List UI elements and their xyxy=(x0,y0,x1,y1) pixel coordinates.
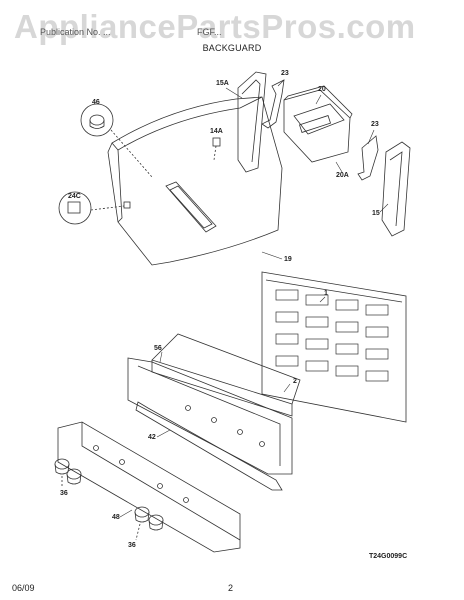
publication-number: Publication No. ... xyxy=(40,27,111,37)
knob-46-callout xyxy=(80,103,153,178)
control-board-20 xyxy=(283,85,353,163)
control-panel-42 xyxy=(127,357,293,491)
callout-15a: 15A xyxy=(216,80,229,87)
heat-shield-56 xyxy=(151,333,301,417)
callout-23-top: 23 xyxy=(281,70,289,77)
part-14a xyxy=(212,137,221,161)
callout-1: 1 xyxy=(324,290,328,297)
callout-46: 46 xyxy=(92,99,100,106)
footer-date: 06/09 xyxy=(12,583,35,593)
callout-42: 42 xyxy=(148,434,156,441)
callout-36-right: 36 xyxy=(128,542,136,549)
bracket-15a xyxy=(237,71,267,173)
callout-15: 15 xyxy=(372,210,380,217)
callout-20a: 20A xyxy=(336,172,349,179)
section-title: BACKGUARD xyxy=(202,43,262,53)
callout-14a: 14A xyxy=(210,128,223,135)
bracket-23-right xyxy=(357,135,379,181)
diagram-code: T24G0099C xyxy=(369,553,408,560)
callout-24c: 24C xyxy=(68,193,81,200)
model-number: FGF... xyxy=(197,27,222,37)
part-24c-callout xyxy=(58,191,131,225)
rear-panel-1 xyxy=(261,271,407,423)
page-number: 2 xyxy=(228,583,234,593)
knobs-36-right xyxy=(134,506,164,541)
bracket-15 xyxy=(381,141,411,237)
callout-36-left: 36 xyxy=(60,490,68,497)
manifold-panel-48 xyxy=(57,421,241,553)
callout-48: 48 xyxy=(112,514,120,521)
knobs-36-left xyxy=(54,458,82,488)
leader-lines xyxy=(119,79,389,518)
bracket-23-top xyxy=(261,79,285,129)
callout-56: 56 xyxy=(154,345,162,352)
callout-19: 19 xyxy=(284,256,292,263)
callout-20: 20 xyxy=(318,86,326,93)
backguard-panel xyxy=(107,96,283,266)
callout-23-right: 23 xyxy=(371,121,379,128)
callout-2: 2 xyxy=(293,378,297,385)
